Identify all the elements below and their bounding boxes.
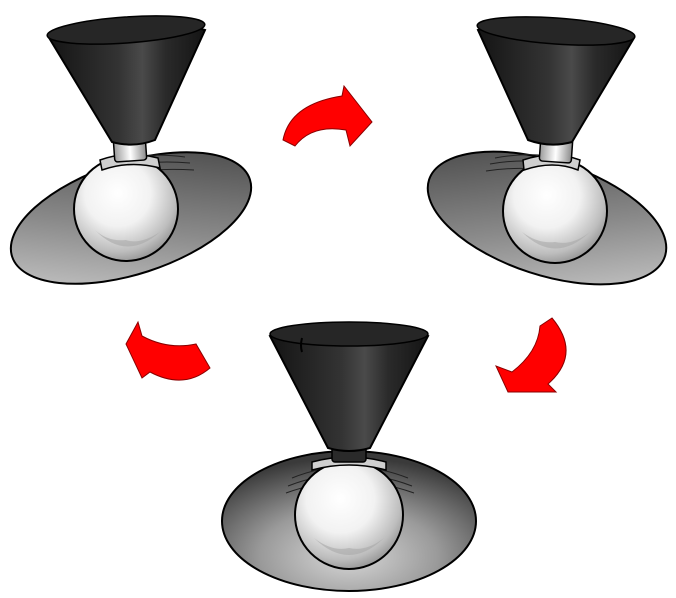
lamp-top-right [411, 13, 676, 311]
lamp-bottom-center [222, 322, 476, 591]
shade-top [270, 322, 428, 346]
rotation-arrow-right [496, 318, 566, 392]
rotation-arrow-left [126, 322, 210, 380]
rotation-arrow-top [283, 86, 372, 146]
lamp-top-left [0, 12, 267, 310]
shade-mark [301, 338, 302, 352]
